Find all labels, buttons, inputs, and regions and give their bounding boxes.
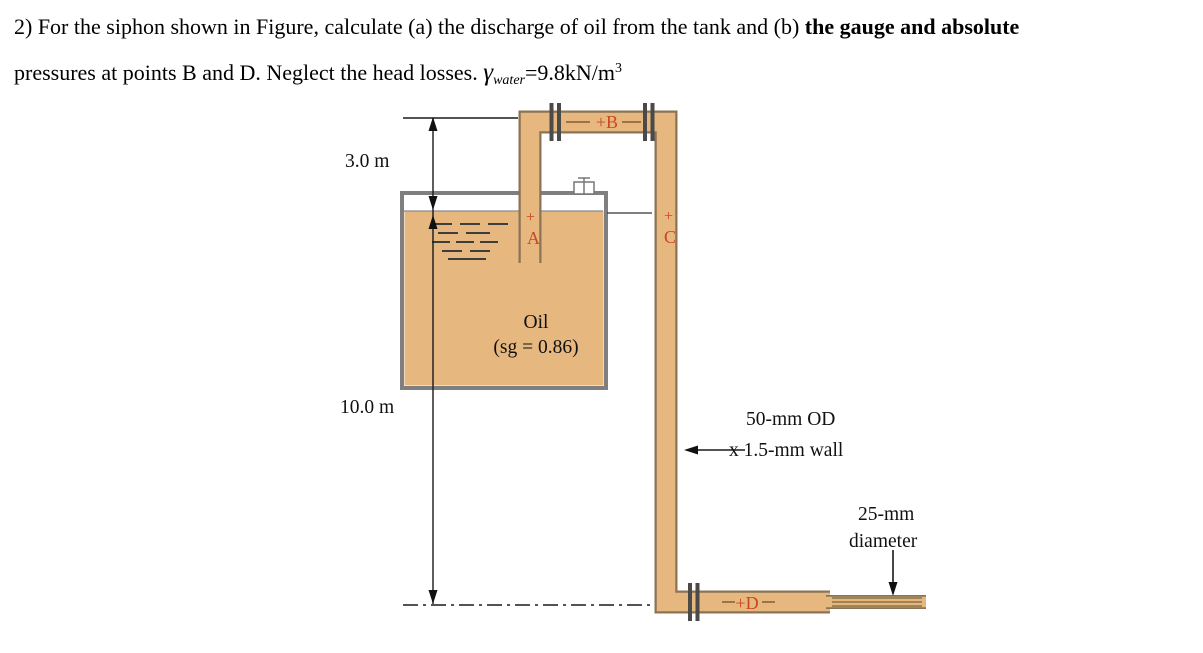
arrow-down-3m — [428, 196, 438, 210]
dimension-arrowheads — [428, 117, 438, 604]
dimension-10m-label: 10.0 m — [340, 397, 394, 418]
point-c-label: C — [664, 227, 676, 247]
oil-fill — [404, 211, 604, 386]
specific-gravity-label: (sg = 0.86) — [493, 337, 578, 358]
pipe-spec-line2: x 1.5-mm wall — [729, 440, 844, 461]
gamma-value: =9.8kN/m — [524, 60, 616, 85]
nozzle-arrowhead — [888, 582, 898, 596]
surface-hatch-marks — [432, 223, 508, 260]
flange-bottom — [688, 583, 692, 621]
dimension-3m-label: 3.0 m — [345, 151, 389, 172]
problem-line-1: 2) For the siphon shown in Figure, calcu… — [14, 6, 1199, 48]
pipe-flanges — [549, 103, 700, 621]
problem-text-bold: the gauge and absolute — [804, 14, 1020, 39]
point-c-plus-mark: + — [664, 208, 673, 225]
flange-top-left — [557, 103, 561, 141]
flange-top-right — [650, 103, 655, 141]
siphon-pipe — [518, 110, 830, 614]
tank-vent-symbol — [573, 177, 595, 195]
problem-statement: 2) For the siphon shown in Figure, calcu… — [14, 6, 1199, 102]
arrow-down-10m — [428, 590, 438, 604]
point-a-label: A — [527, 228, 540, 248]
point-b-label: +B — [596, 112, 618, 132]
pipe-spec-line1: 50-mm OD — [746, 409, 835, 430]
point-d-label: +D — [735, 593, 758, 613]
pipe-fill — [520, 112, 830, 612]
gamma-exponent: 3 — [615, 61, 623, 76]
flange-top-right — [643, 103, 647, 141]
nozzle-size-label: 25-mm — [858, 504, 914, 525]
problem-text: 2) For the siphon shown in Figure, calcu… — [14, 14, 805, 39]
flange-top-left — [549, 103, 554, 141]
flange-bottom — [695, 583, 700, 621]
centerline-dashes — [566, 121, 775, 603]
jet-stripes — [832, 597, 922, 607]
problem-text: pressures at points B and D. Neglect the… — [14, 60, 484, 85]
point-a-plus-mark: + — [526, 209, 535, 226]
pipe-spec-arrowhead — [684, 445, 698, 455]
gamma-subscript: water — [493, 73, 525, 88]
gamma-symbol: γ — [483, 59, 494, 86]
problem-line-2: pressures at points B and D. Neglect the… — [14, 48, 1199, 102]
arrow-up-3m — [428, 117, 438, 131]
oil-label: Oil — [524, 312, 550, 333]
exit-nozzle — [826, 595, 926, 609]
arrow-up-10m — [428, 215, 438, 229]
nozzle-diameter-label: diameter — [849, 531, 918, 552]
